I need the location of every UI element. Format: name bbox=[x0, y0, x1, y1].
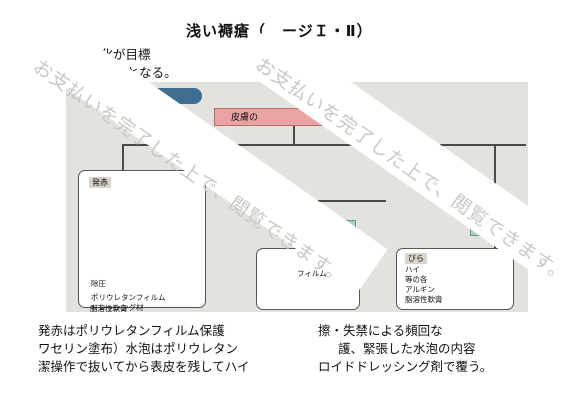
panel-left-line: ポリウレタンフィルム bbox=[91, 293, 166, 302]
panel-right-line: ハイ bbox=[405, 265, 420, 274]
body-line-1: 発赤はポリウレタンフィルム保護 bbox=[38, 323, 225, 338]
panel-left-line: 除圧 bbox=[91, 279, 106, 288]
panel-center-line: フィルム bbox=[297, 269, 327, 278]
panel-left-line: ドレッシング材 bbox=[91, 303, 144, 312]
panel-right: びら ハイ 等の各 アルギン 脂溶性軟膏 bbox=[396, 248, 514, 310]
panel-right-line: アルギン bbox=[405, 285, 435, 294]
body-line-3: 潔操作で抜いてから表皮を残してハイ bbox=[38, 359, 250, 374]
body-line-2b: 護、緊張した水泡の内容 bbox=[338, 341, 476, 356]
connector-line bbox=[122, 144, 526, 146]
panel-right-line: 脂溶性軟膏 bbox=[405, 295, 443, 304]
panel-left-label: 発赤 bbox=[89, 177, 111, 188]
connector-line bbox=[293, 126, 295, 144]
body-line-2: ワセリン塗布）水泡はポリウレタン bbox=[38, 341, 239, 356]
connector-line bbox=[122, 144, 124, 172]
panel-left-line: 脂溶性軟膏 bbox=[90, 304, 128, 313]
panel-left: 発赤 除圧 ポリウレタンフィルム ドレッシング材 bbox=[78, 170, 206, 312]
body-line-1b: 擦・失禁による頻回な bbox=[318, 323, 443, 338]
body-line-3b: ロイドドレッシング剤で覆う。 bbox=[318, 359, 493, 374]
panel-right-label: びら bbox=[405, 253, 427, 264]
panel-right-line: 等の各 bbox=[405, 275, 428, 284]
